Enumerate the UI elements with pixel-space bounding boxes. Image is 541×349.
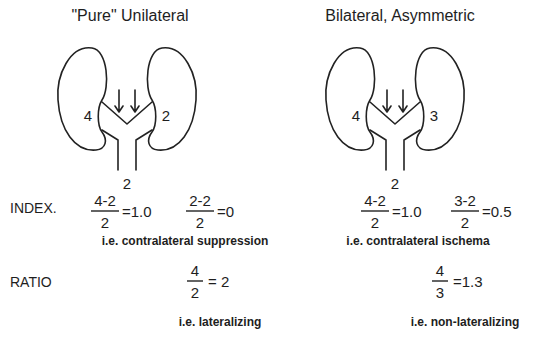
vein-value: 4 xyxy=(352,108,360,123)
fraction-numerator: 4-2 xyxy=(364,193,386,208)
column-heading: "Pure" Unilateral xyxy=(71,8,188,24)
fraction-denominator: 3 xyxy=(436,285,444,300)
fraction-denominator: 2 xyxy=(191,285,199,300)
fraction-denominator: 2 xyxy=(196,215,204,230)
interpretation-note: i.e. contralateral ischema xyxy=(346,235,489,247)
fraction-result: =0.5 xyxy=(482,204,512,219)
fraction-result: =1.0 xyxy=(122,204,152,219)
column-heading: Bilateral, Asymmetric xyxy=(325,8,474,24)
row-label: INDEX. xyxy=(10,201,57,215)
fraction-numerator: 4-2 xyxy=(94,193,116,208)
fraction-numerator: 3-2 xyxy=(454,193,476,208)
fraction-numerator: 2-2 xyxy=(189,193,211,208)
vein-value: 4 xyxy=(84,108,92,123)
fraction-denominator: 2 xyxy=(371,215,379,230)
fraction-result: =1.3 xyxy=(453,274,483,289)
vena-cava-value: 2 xyxy=(123,176,131,191)
vena-cava-value: 2 xyxy=(391,176,399,191)
row-label: RATIO xyxy=(10,275,52,289)
vein-value: 2 xyxy=(162,108,170,123)
fraction-denominator: 2 xyxy=(461,215,469,230)
fraction-result: = 2 xyxy=(208,274,229,289)
fraction-result: =0 xyxy=(217,204,234,219)
fraction-numerator: 4 xyxy=(436,263,444,278)
interpretation-note: i.e. lateralizing xyxy=(179,316,262,328)
interpretation-note: i.e. non-lateralizing xyxy=(411,316,520,328)
vein-value: 3 xyxy=(430,108,438,123)
fraction-numerator: 4 xyxy=(191,263,199,278)
fraction-denominator: 2 xyxy=(101,215,109,230)
fraction-result: =1.0 xyxy=(392,204,422,219)
interpretation-note: i.e. contralateral suppression xyxy=(102,235,269,247)
